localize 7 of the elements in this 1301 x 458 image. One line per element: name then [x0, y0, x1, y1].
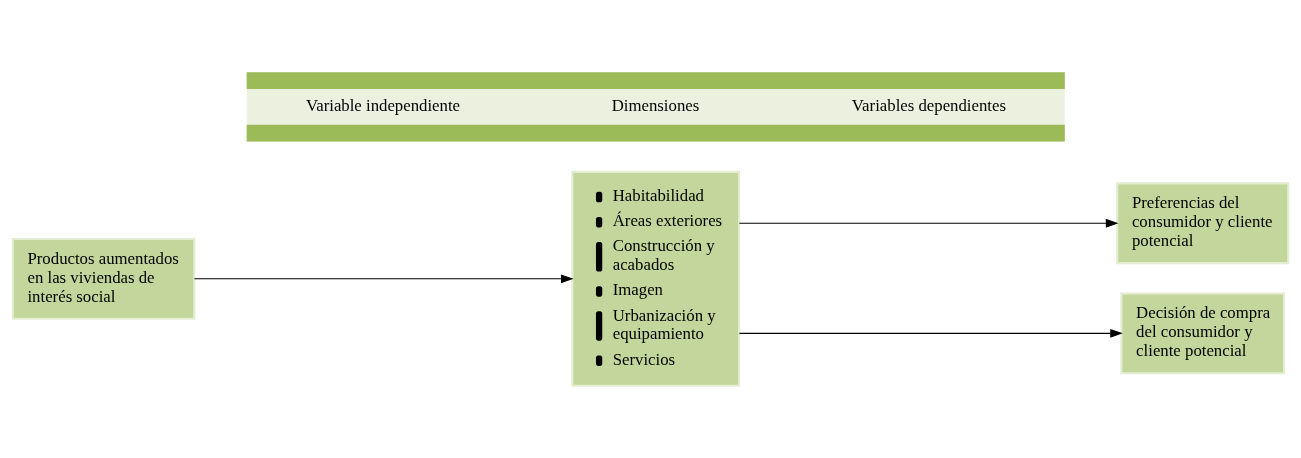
- arrow: [738, 328, 1123, 338]
- node-box: Decisión de compra del consumidor y cliente potencial: [1120, 292, 1286, 375]
- node-box: Productos aumentados en las viviendas de interés social: [11, 237, 196, 320]
- arrow: [738, 218, 1119, 228]
- arrow: [193, 274, 574, 284]
- node-box: Preferencias del consumidor y cliente potencial: [1116, 182, 1290, 265]
- node-box: Habitabilidad Áreas exteriores Construcción y acabados Imagen Urbanización y equipamiento Servicios: [571, 170, 741, 387]
